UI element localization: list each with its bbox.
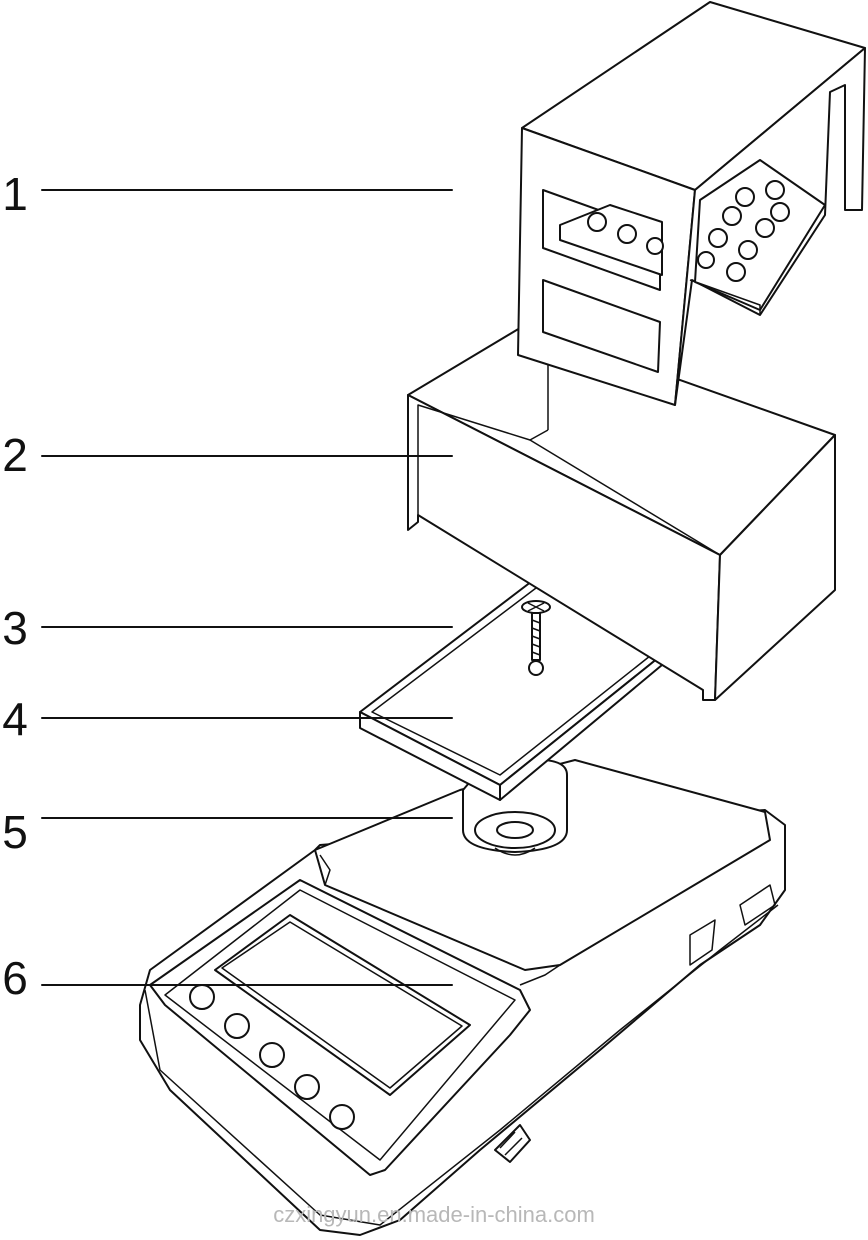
callout-number-3: 3 (2, 602, 28, 654)
key-4-icon (294, 1074, 320, 1100)
shield-frame (407, 324, 836, 701)
callout-number-1: 1 (2, 168, 28, 220)
leader-lines (41, 189, 453, 986)
top-cover (517, 1, 866, 406)
balance-base (139, 759, 786, 1236)
callout-number-6: 6 (2, 952, 28, 1004)
key-1-icon (189, 984, 215, 1010)
callout-number-4: 4 (2, 693, 28, 745)
callout-number-2: 2 (2, 429, 28, 481)
key-2-icon (224, 1013, 250, 1039)
key-5-icon (329, 1104, 355, 1130)
key-3-icon (259, 1042, 285, 1068)
watermark-text: czxingyun.en.made-in-china.com (273, 1202, 595, 1227)
callout-number-5: 5 (2, 806, 28, 858)
weighing-pan (359, 574, 669, 801)
screw (521, 600, 551, 676)
